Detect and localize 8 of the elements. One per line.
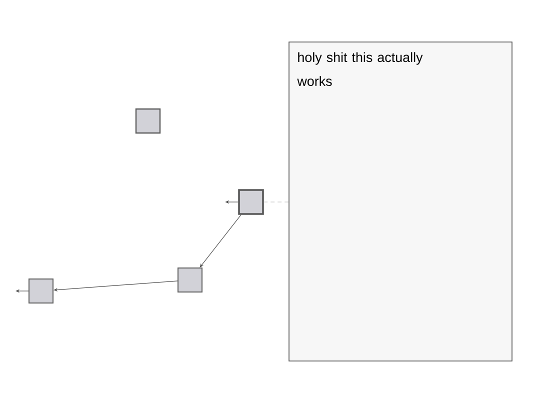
arrow	[200, 214, 242, 268]
square-box	[135, 108, 161, 134]
arrow	[54, 280, 178, 292]
square-box	[178, 268, 202, 292]
square-box	[238, 189, 264, 215]
text-panel	[288, 42, 512, 362]
panel-text: holy shit this actually works	[297, 52, 423, 86]
square-box	[28, 278, 54, 304]
